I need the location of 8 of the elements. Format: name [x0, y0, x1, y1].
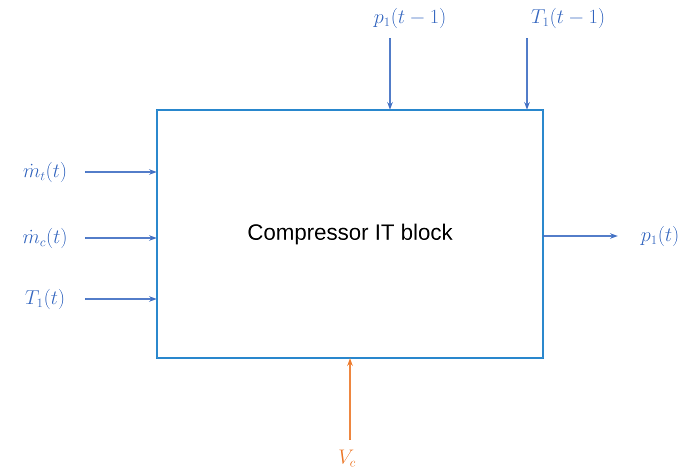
signal-label: $p_1(t-1)$ — [373, 8, 444, 28]
signal-label: $T_1(t-1)$ — [531, 8, 604, 28]
signal-label: $\dot{m}_c(t)$ — [23, 228, 66, 248]
signal-label: $\dot{m}_t(t)$ — [24, 162, 66, 182]
process-box: Compressor IT block — [156, 108, 544, 360]
signal-label: $V_c$ — [339, 450, 356, 467]
signal-label: $T_1(t)$ — [25, 288, 64, 310]
signal-label: $p_1(t)$ — [640, 226, 678, 246]
